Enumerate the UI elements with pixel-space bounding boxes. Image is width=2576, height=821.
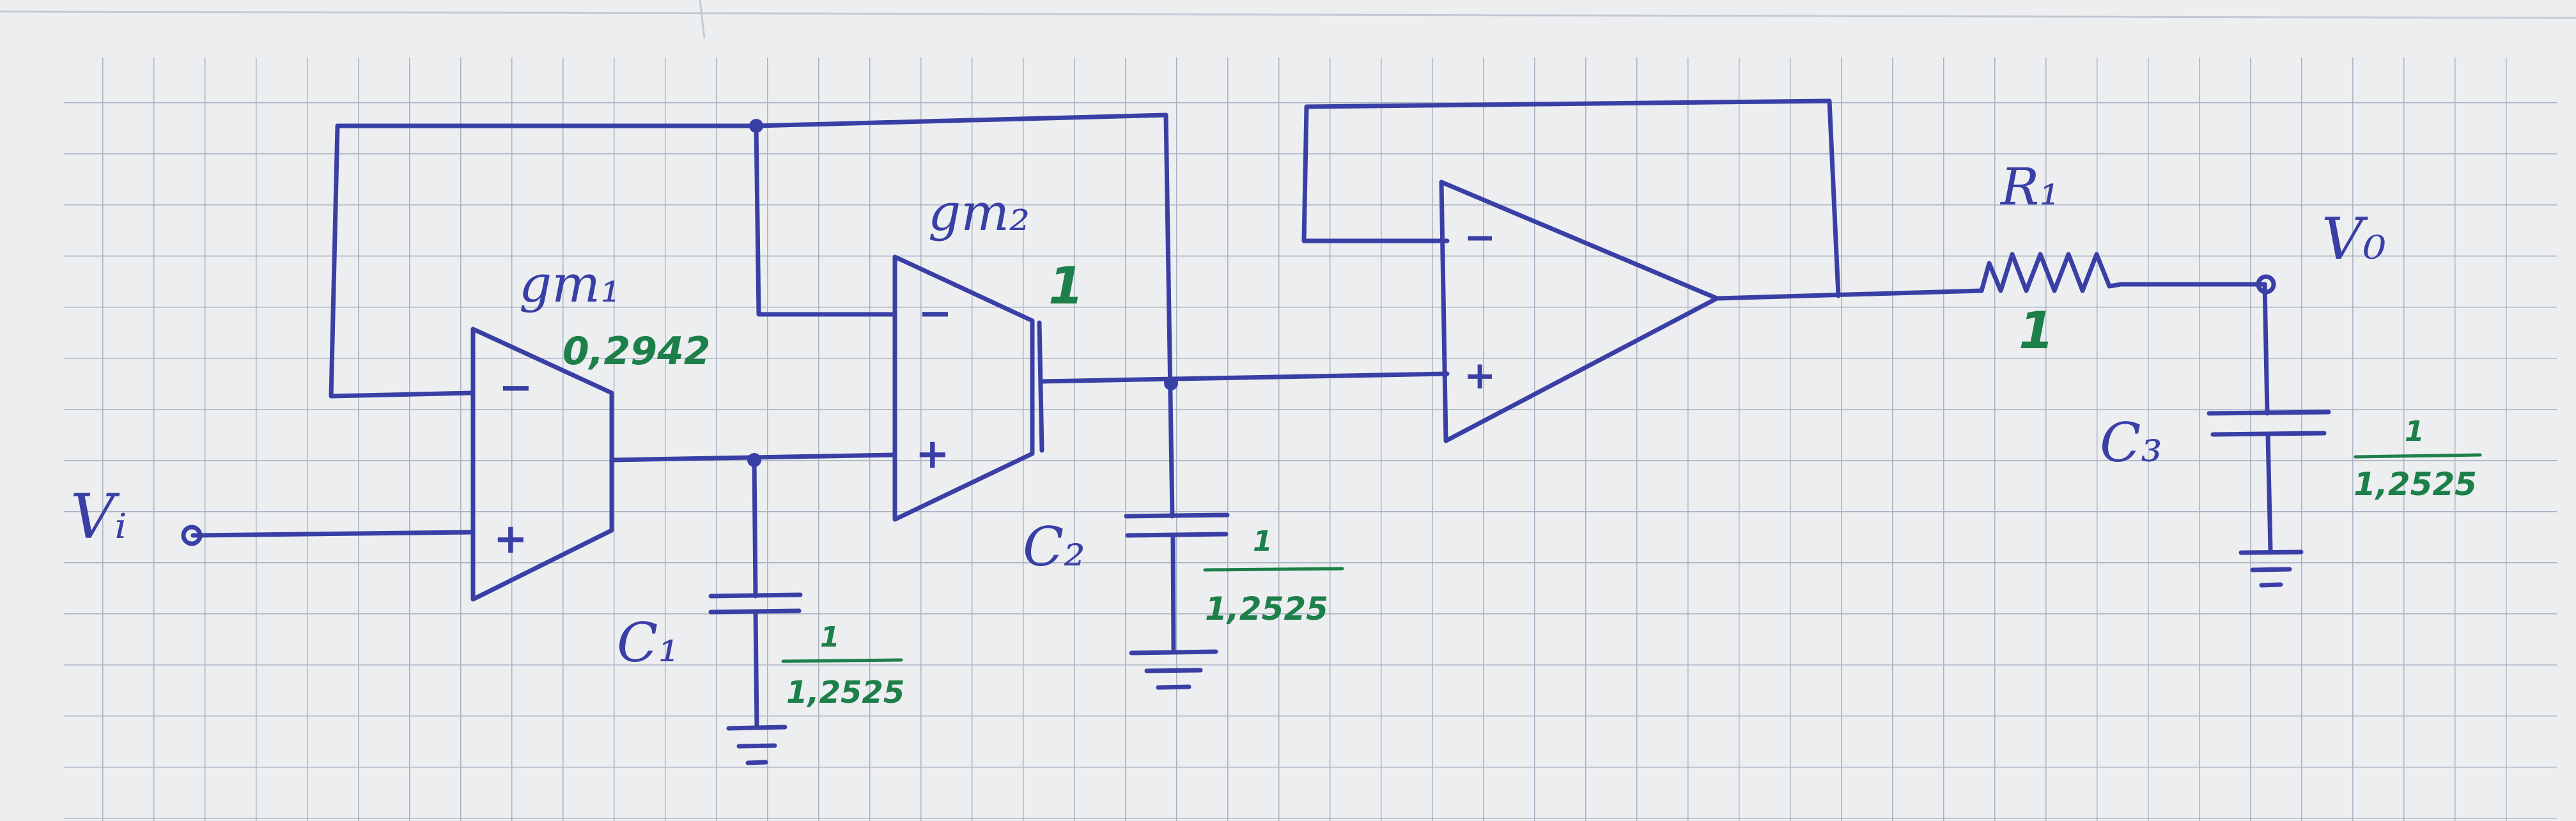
wire-ota2-out-buffer-plus [1038, 371, 1450, 384]
ota-gm1-plus: + [493, 516, 528, 563]
c1-label: C₁ [617, 611, 679, 674]
wires [190, 98, 2273, 730]
ota-gm2-output-edge [1037, 320, 1044, 453]
capacitor-plate-icon [2207, 410, 2331, 416]
c1-value-denominator: 1,2525 [786, 675, 904, 710]
junction-dot [1164, 376, 1178, 390]
gm1-label: gm₁ [519, 254, 621, 314]
ota-gm1-minus: − [499, 364, 533, 411]
wire-c2-bottom [1170, 533, 1176, 653]
opamp-minus: − [1464, 215, 1496, 260]
ground-c1-icon [726, 725, 788, 765]
capacitor-c1 [708, 592, 803, 615]
wire-c1-bottom [753, 610, 759, 730]
junctions [747, 119, 1178, 467]
c1-value-numerator: 1 [820, 621, 840, 654]
gm1-value: 0,2942 [563, 329, 711, 374]
capacitor-plate-icon [2210, 431, 2327, 437]
resistor-r1-icon [1979, 252, 2123, 293]
wire-buffer-out-r1 [1716, 288, 1984, 301]
c2-value-denominator: 1,2525 [1205, 590, 1328, 627]
opamp-plus: + [1464, 353, 1496, 398]
ota-gm2: − + [892, 254, 1044, 522]
vin-terminal-icon [181, 525, 203, 546]
ota-gm2-body-icon [892, 254, 1035, 522]
ground-c2-icon [1129, 649, 1218, 690]
gm2-value: 1 [1048, 256, 1084, 316]
vin-label: Vᵢ [70, 481, 127, 553]
gm2-label: gm₂ [928, 183, 1030, 242]
c3-value-denominator: 1,2525 [2354, 466, 2477, 503]
wire-buffer-feedback [1301, 98, 1841, 298]
c2-value-numerator: 1 [1253, 525, 1273, 558]
c3-value-numerator: 1 [2405, 415, 2425, 448]
r1-label: R₁ [1999, 157, 2060, 217]
c3-label: C₃ [2100, 411, 2162, 474]
junction-dot [747, 453, 761, 467]
wire-ota2-minus-feedback [754, 123, 896, 317]
wire-ota1-minus-feedback [329, 123, 474, 399]
ota-gm2-plus: + [915, 431, 950, 478]
wire-vin-ota1-plus [190, 530, 474, 538]
fraction-bar [781, 658, 903, 663]
capacitor-plate-icon [708, 608, 802, 615]
fraction-bar [2354, 453, 2482, 459]
c1-value: 1 1,2525 [781, 621, 904, 710]
ota-gm2-minus: − [918, 290, 952, 337]
wire-c3-bottom [2265, 432, 2273, 553]
wire-c3-top [2262, 282, 2270, 416]
vout-terminal-icon [2256, 274, 2276, 295]
junction-dot [749, 119, 763, 133]
wire-c1-top [752, 457, 758, 599]
ota-gm1-body-icon [470, 326, 614, 602]
capacitor-plate-icon [708, 592, 803, 599]
capacitor-plate-icon [1125, 532, 1229, 538]
fraction-bar [1203, 567, 1344, 572]
c2-label: C₂ [1023, 516, 1085, 578]
capacitor-plate-icon [1124, 512, 1230, 519]
paper-edge [0, 10, 2576, 19]
paper-fold [699, 0, 706, 39]
capacitor-c2 [1124, 512, 1230, 538]
ground-c3-icon [2238, 549, 2304, 588]
wire-c2-node [1163, 112, 1175, 519]
grid-pattern [64, 58, 2557, 821]
capacitor-c3 [2207, 410, 2331, 437]
buffer-opamp: − + [1439, 180, 1719, 443]
ota-gm1: − + [470, 326, 614, 602]
opamp-triangle-icon [1439, 180, 1719, 443]
c3-value: 1 1,2525 [2354, 415, 2482, 503]
r1-value: 1 [2019, 301, 2054, 360]
vout-label: V₀ [2322, 206, 2386, 273]
c2-value: 1 1,2525 [1203, 525, 1344, 627]
